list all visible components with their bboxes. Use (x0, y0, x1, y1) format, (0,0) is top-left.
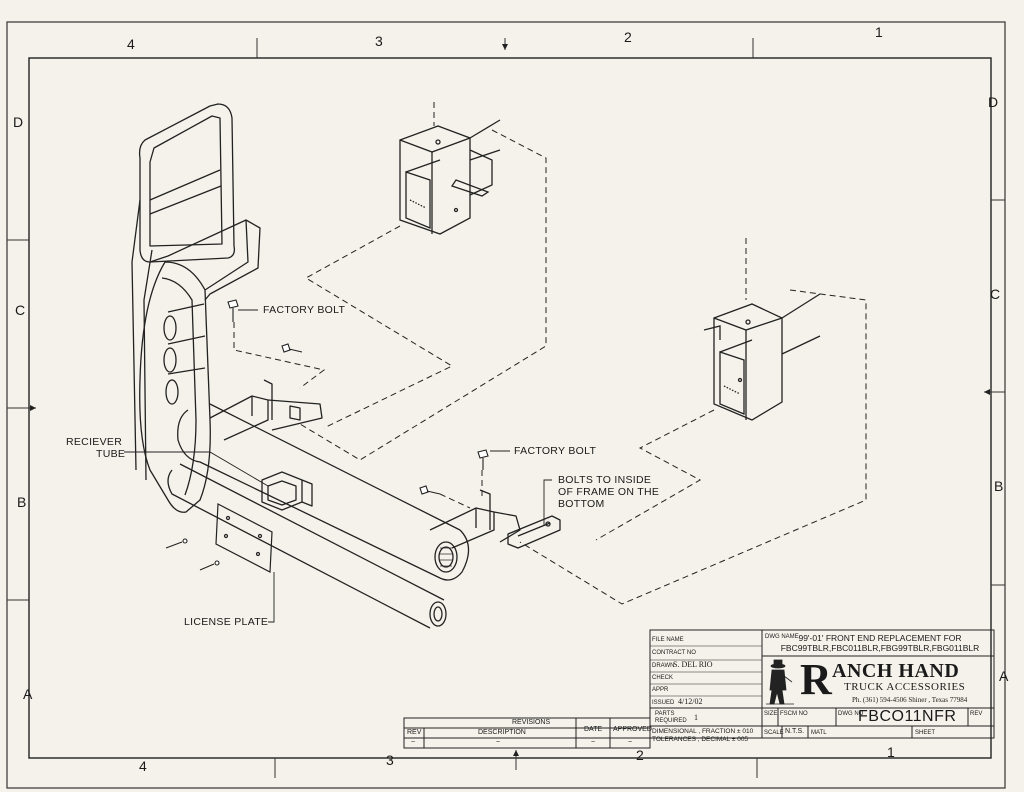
sheet-label: SHEET (915, 730, 936, 736)
callout-license-plate: LICENSE PLATE (184, 616, 269, 628)
revisions-title: REVISIONS (512, 719, 551, 726)
appr-label: APPR (652, 687, 669, 693)
description-line1: 99'-01' FRONT END REPLACEMENT FOR (798, 633, 962, 643)
dwg-no-value: FBCO11NFR (858, 708, 957, 725)
revisions-col-approved: APPROVED (613, 726, 652, 733)
company-phone: Ph. (361) 594-4506 Shiner , Texas 77984 (852, 696, 968, 704)
size-label: SIZE (764, 711, 778, 717)
company-name: ANCH HAND (832, 660, 960, 682)
zone-left-a: A (23, 686, 33, 702)
zone-top-2: 2 (624, 29, 632, 45)
callout-factory-bolt-lower: FACTORY BOLT (514, 445, 597, 457)
rev-label: REV (970, 711, 983, 717)
callout-bolts-inside-line1: BOLTS TO INSIDE (558, 474, 652, 486)
check-label: CHECK (652, 675, 674, 681)
zone-top-1: 1 (875, 24, 883, 40)
zone-right-a: A (999, 668, 1009, 684)
drawing-description: 99'-01' FRONT END REPLACEMENT FOR FBC99T… (768, 633, 992, 653)
zone-right-d: D (988, 94, 999, 110)
scale-label: SCALE (764, 730, 784, 736)
revisions-row-rev: ~ (411, 739, 416, 746)
file-name-label: FILE NAME (652, 637, 684, 643)
drawn-value: S. DEL RIO (673, 660, 713, 669)
issued-value: 4/12/02 (678, 697, 703, 706)
inner-frame (28, 57, 992, 759)
frame-bracket-right (703, 293, 821, 421)
zone-bottom-1: 1 (887, 744, 895, 760)
zone-right-c: C (990, 286, 1001, 302)
company-initial: R (800, 655, 832, 704)
parts-value: 1 (694, 713, 698, 722)
revisions-col-date: DATE (584, 726, 603, 733)
rancher-logo-icon (766, 659, 794, 705)
callout-leaders (124, 309, 552, 623)
dwg-name-label: DWG NAME (765, 634, 799, 640)
zone-left-b: B (17, 494, 27, 510)
callout-factory-bolt-upper: FACTORY BOLT (263, 304, 346, 316)
callout-bolts-inside-line2: OF FRAME ON THE (558, 486, 660, 498)
zone-right-b: B (994, 478, 1004, 494)
revisions-col-description: DESCRIPTION (478, 729, 526, 736)
matl-label: MATL (811, 730, 827, 736)
dimensional-line: DIMENSIONAL , FRACTION ± 010 (652, 728, 754, 735)
zone-left-d: D (13, 114, 24, 130)
zone-left-c: C (15, 302, 26, 318)
frame-bracket-upper (399, 119, 501, 235)
company-sub: TRUCK ACCESSORIES (844, 681, 966, 693)
title-block (403, 629, 995, 749)
bolts (165, 299, 489, 571)
dwg-no-label: DWG NO (838, 711, 864, 717)
parts-label-1: PARTS (655, 711, 675, 717)
tolerances-line: TOLERANCES , DECIMAL ± 005 (652, 736, 749, 743)
drawn-label: DRAWN (652, 663, 675, 669)
callout-receiver-line1: RECIEVER (66, 436, 123, 448)
grille-guard (131, 103, 561, 629)
zone-top-3: 3 (375, 33, 383, 49)
zone-bottom-3: 3 (386, 752, 394, 768)
contract-no-label: CONTRACT NO (652, 650, 696, 656)
zone-bottom-4: 4 (139, 758, 147, 774)
revisions-col-rev: REV (407, 729, 422, 736)
scale-value: N.T.S. (785, 728, 805, 735)
outer-border (6, 21, 1006, 789)
zone-bottom-2: 2 (636, 747, 644, 763)
callout-bolts-inside-line3: BOTTOM (558, 498, 605, 510)
description-line2: FBC99TBLR,FBC011BLR,FBG99TBLR,FBG011BLR (780, 643, 980, 653)
license-plate (215, 503, 273, 573)
callout-receiver-line2: TUBE (96, 448, 126, 460)
assembly-dashed-lines (233, 102, 867, 605)
fscm-label: FSCM NO (780, 711, 808, 717)
revisions-row-description: ~ (496, 739, 501, 746)
parts-label-2: REQUIRED (655, 718, 687, 724)
revisions-row-date: ~ (591, 739, 596, 746)
zone-top-4: 4 (127, 36, 135, 52)
revisions-row-approved: ~ (628, 739, 633, 746)
issued-label: ISSUED (652, 700, 675, 706)
